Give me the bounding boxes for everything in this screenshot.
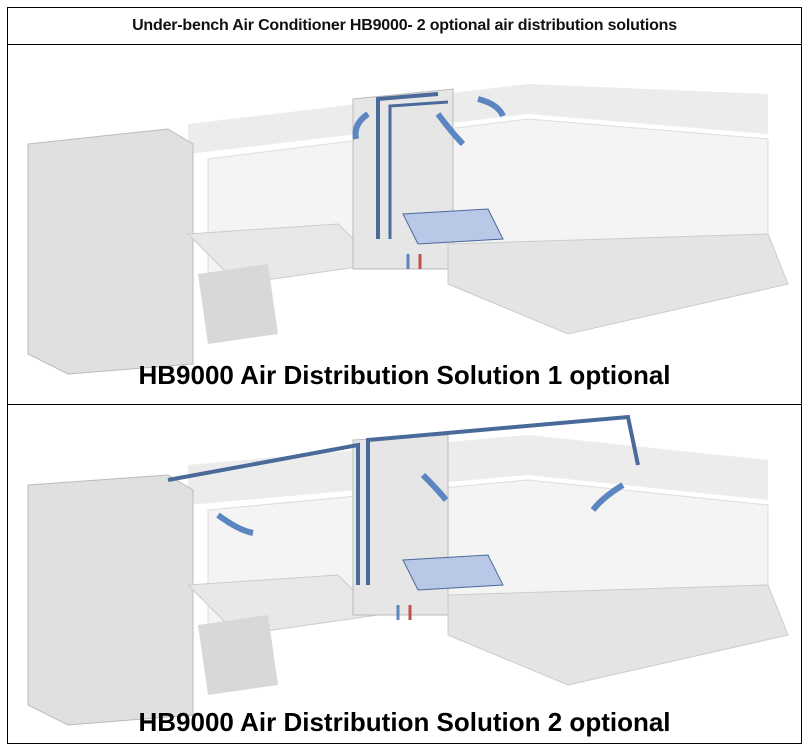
solution-2-panel: HB9000 Air Distribution Solution 2 optio… bbox=[8, 405, 801, 744]
bed bbox=[447, 584, 789, 686]
duct bbox=[366, 414, 640, 585]
solution-2-caption: HB9000 Air Distribution Solution 2 optio… bbox=[138, 707, 671, 737]
air-flow-arrow bbox=[435, 112, 466, 147]
air-flow-arrow bbox=[477, 96, 506, 118]
air-flow-arrow bbox=[216, 512, 254, 536]
upper-cabinets bbox=[188, 435, 768, 505]
air-conditioner-unit bbox=[402, 554, 504, 591]
solution-1-caption: HB9000 Air Distribution Solution 1 optio… bbox=[138, 360, 671, 390]
wardrobe bbox=[27, 128, 194, 375]
air-conditioner-unit bbox=[402, 208, 504, 245]
diagram-frame: Under-bench Air Conditioner HB9000- 2 op… bbox=[7, 7, 802, 744]
diagram-title: Under-bench Air Conditioner HB9000- 2 op… bbox=[8, 8, 801, 45]
solution-2-illustration bbox=[27, 414, 789, 726]
solution-1-illustration bbox=[27, 84, 789, 375]
upper-cabinets bbox=[188, 84, 768, 154]
bed bbox=[447, 233, 789, 335]
wardrobe bbox=[27, 474, 194, 726]
air-flow-arrow bbox=[420, 472, 449, 502]
duct bbox=[167, 442, 360, 585]
air-flow-arrow bbox=[590, 482, 625, 512]
duct bbox=[388, 100, 449, 239]
duct bbox=[376, 92, 439, 239]
solution-1-panel: HB9000 Air Distribution Solution 1 optio… bbox=[8, 44, 801, 405]
seat bbox=[198, 264, 278, 344]
seat bbox=[198, 615, 278, 695]
air-flow-arrow bbox=[352, 111, 370, 140]
